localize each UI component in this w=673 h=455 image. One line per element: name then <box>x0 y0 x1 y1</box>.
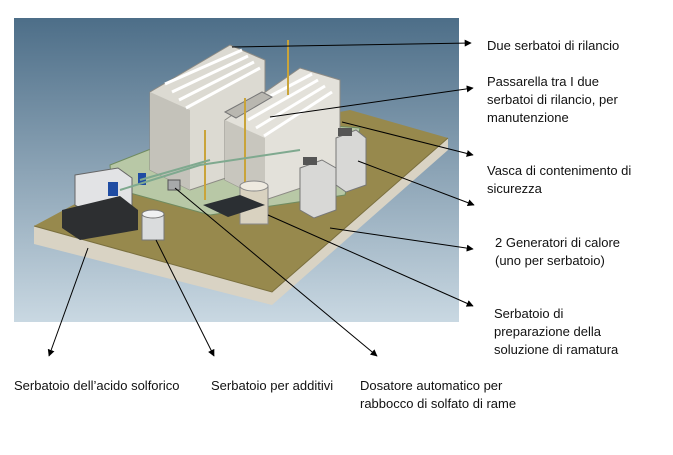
catwalk <box>204 40 289 200</box>
label-dosatore: Dosatore automatico per rabbocco di solf… <box>360 378 517 411</box>
preparation-tank <box>203 180 269 225</box>
label-serbatoio-additivi: Serbatoio per additivi <box>211 378 334 393</box>
label-passarella: Passarella tra I due serbatoi di rilanci… <box>487 74 618 125</box>
piping <box>119 149 301 191</box>
heat-generators <box>299 128 367 219</box>
label-due-serbatoi: Due serbatoi di rilancio <box>487 38 620 53</box>
callout-arrows <box>47 39 475 357</box>
doser <box>167 179 181 191</box>
label-serbatoio-acido: Serbatoio dell’acido solforico <box>14 378 180 393</box>
label-serbatoio-preparazione: Serbatoio di preparazione della soluzion… <box>494 306 619 357</box>
acid-tank <box>62 167 146 240</box>
label-generatori: 2 Generatori di calore (uno per serbatoi… <box>495 235 621 268</box>
label-vasca: Vasca di contenimento di sicurezza <box>487 163 632 196</box>
additive-tank <box>141 209 165 241</box>
